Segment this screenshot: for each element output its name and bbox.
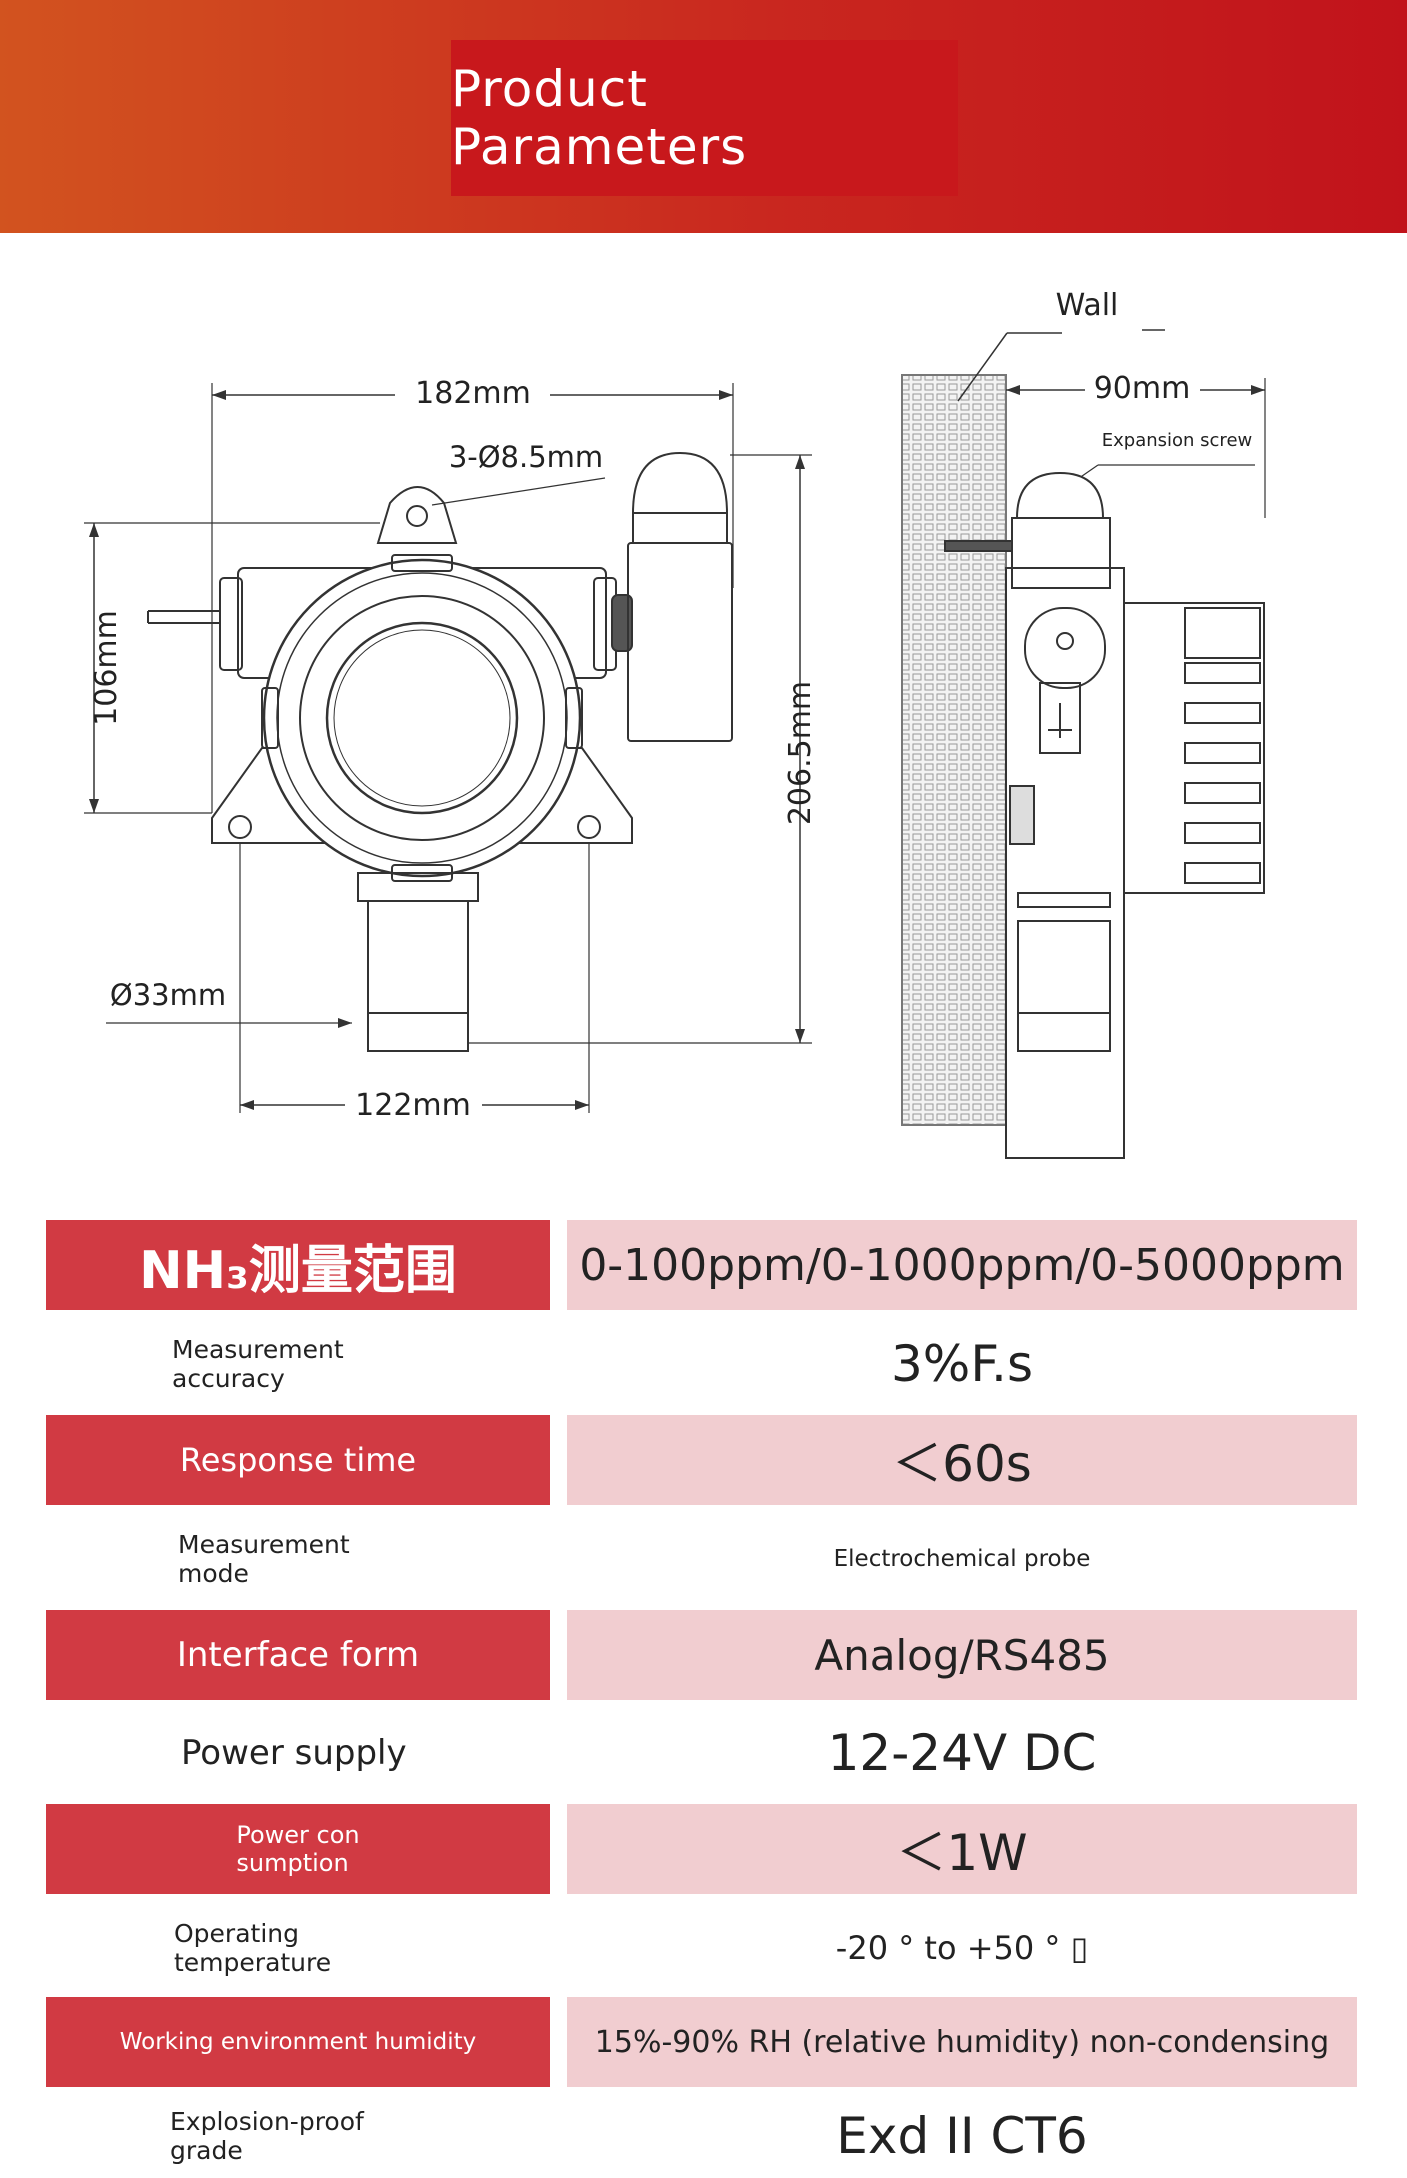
expansion-screw-label: Expansion screw <box>1102 430 1253 451</box>
spec-value: -20 ° to +50 ° ▯ <box>567 1902 1357 1994</box>
spec-label: Explosion-proof grade <box>46 2094 550 2178</box>
spec-row: Interface form Analog/RS485 <box>0 1610 1407 1700</box>
spec-label: Measurement mode <box>46 1513 550 1605</box>
spec-label: Operating temperature <box>46 1902 550 1994</box>
spec-label: Measurement accuracy <box>46 1318 550 1410</box>
dimension-drawing: 182mm 3-Ø8.5mm 106mm 206.5mm Ø33mm 122mm <box>0 233 1407 1183</box>
spec-row: Power con sumption ＜1W <box>0 1804 1407 1894</box>
dim-33-label: Ø33mm <box>110 978 226 1012</box>
spec-value: 3%F.s <box>567 1318 1357 1410</box>
dim-122-label: 122mm <box>355 1088 471 1123</box>
spec-row: Explosion-proof grade Exd II CT6 <box>0 2094 1407 2178</box>
spec-row: Measurement mode Electrochemical probe <box>0 1513 1407 1605</box>
spec-label: NH₃测量范围 <box>46 1220 550 1310</box>
front-view <box>84 383 812 1113</box>
header-banner: Product Parameters <box>0 0 1407 233</box>
spec-value: Analog/RS485 <box>567 1610 1357 1700</box>
spec-value: ＜1W <box>567 1804 1357 1894</box>
page-title: Product Parameters <box>451 60 748 176</box>
spec-value: 15%-90% RH (relative humidity) non-conde… <box>567 1997 1357 2087</box>
spec-row: NH₃测量范围 0-100ppm/0-1000ppm/0-5000ppm <box>0 1220 1407 1310</box>
spec-row: Operating temperature -20 ° to +50 ° ▯ <box>0 1902 1407 1994</box>
wall-label: Wall <box>1056 288 1119 323</box>
dim-hole-label: 3-Ø8.5mm <box>449 440 603 474</box>
side-view <box>901 329 1266 1159</box>
title-box: Product Parameters <box>451 40 958 196</box>
spec-row: Power supply 12-24V DC <box>0 1707 1407 1799</box>
spec-label: Power con sumption <box>46 1804 550 1894</box>
drawing-svg: 182mm 3-Ø8.5mm 106mm 206.5mm Ø33mm 122mm <box>84 288 1266 1159</box>
spec-row: Measurement accuracy 3%F.s <box>0 1318 1407 1410</box>
dim-90-label: 90mm <box>1094 371 1191 406</box>
spec-value: ＜60s <box>567 1415 1357 1505</box>
spec-value: 12-24V DC <box>567 1707 1357 1799</box>
spec-label: Power supply <box>46 1707 550 1799</box>
spec-value: 0-100ppm/0-1000ppm/0-5000ppm <box>567 1220 1357 1310</box>
dim-182-label: 182mm <box>415 376 531 411</box>
spec-value: Electrochemical probe <box>567 1513 1357 1605</box>
dim-106-label: 106mm <box>89 610 124 726</box>
spec-label: Working environment humidity <box>46 1997 550 2087</box>
spec-row: Working environment humidity 15%-90% RH … <box>0 1997 1407 2087</box>
spec-row: Response time ＜60s <box>0 1415 1407 1505</box>
spec-label: Response time <box>46 1415 550 1505</box>
spec-label: Interface form <box>46 1610 550 1700</box>
spec-value: Exd II CT6 <box>567 2094 1357 2178</box>
dim-2065-label: 206.5mm <box>783 681 818 825</box>
